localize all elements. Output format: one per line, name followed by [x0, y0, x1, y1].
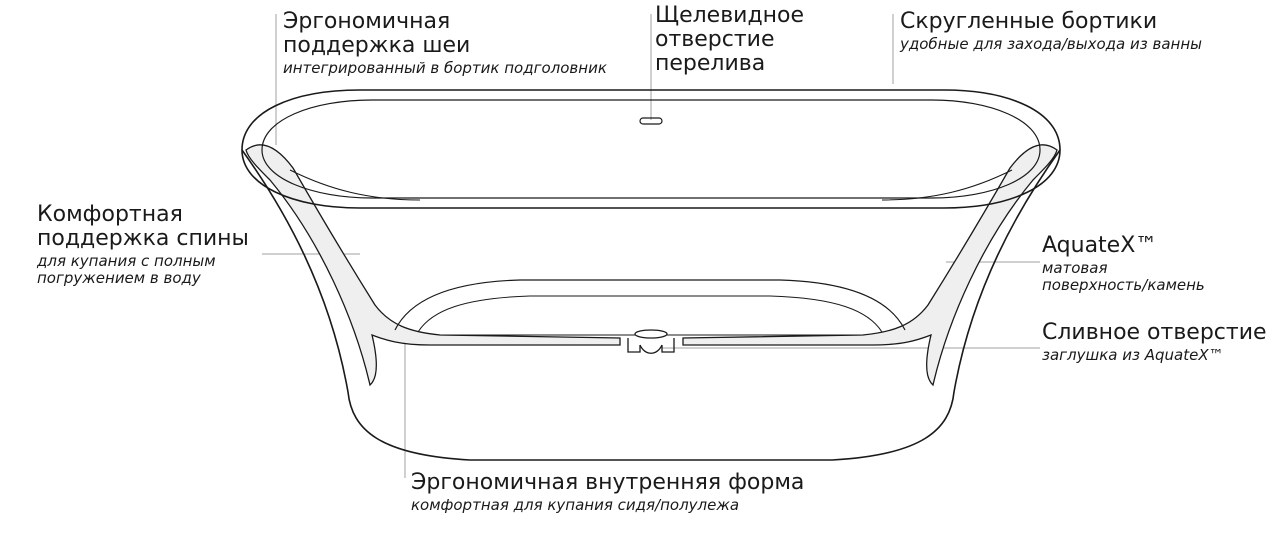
- basin-inner-curve-inner: [417, 295, 883, 333]
- drain-icon: [627, 329, 675, 354]
- right-wall-section: [682, 144, 1058, 387]
- left-wall-section: [245, 144, 621, 387]
- callout-aquatex-title: AquateX™: [1042, 233, 1158, 258]
- callout-aquatex-subtitle: матовая поверхность/камень: [1042, 259, 1205, 294]
- bathtub-rim-outer: [241, 89, 1061, 209]
- callout-neck-support: Эргономичная поддержка шеи интегрированн…: [283, 9, 607, 78]
- callout-aquatex-material: AquateX™ матовая поверхность/камень: [1042, 233, 1205, 294]
- callout-inner-subtitle: комфортная для купания сидя/полулежа: [411, 496, 740, 515]
- bathtub-outer-body: [241, 149, 1061, 461]
- callout-inner-title: Эргономичная внутренняя форма: [411, 470, 805, 495]
- bathtub-rim-inner: [261, 99, 1041, 199]
- callout-neck-subtitle: интегрированный в бортик подголовник: [283, 59, 607, 78]
- bathtub-rim-band-right: [881, 169, 1013, 201]
- callout-rim-title: Скругленные бортики: [900, 9, 1158, 34]
- callout-drain-hole: Сливное отверстие заглушка из AquateX™: [1042, 320, 1267, 365]
- callout-overflow-slot: Щелевидное отверстие перелива: [655, 3, 805, 77]
- callout-back-support: Комфортная поддержка спины для купания с…: [37, 202, 249, 287]
- basin-inner-curve-outer: [394, 279, 906, 331]
- overflow-slot-icon: [639, 117, 663, 125]
- bathtub-rim-band: [289, 169, 421, 201]
- leader-lines: [262, 14, 1040, 478]
- callout-back-title: Комфортная поддержка спины: [37, 202, 249, 252]
- callout-neck-title: Эргономичная поддержка шеи: [283, 9, 471, 59]
- callout-back-subtitle: для купания с полным погружением в воду: [37, 252, 216, 287]
- callout-drain-subtitle: заглушка из AquateX™: [1042, 346, 1224, 365]
- callout-overflow-title: Щелевидное отверстие перелива: [655, 3, 805, 77]
- callout-inner-shape: Эргономичная внутренняя форма комфортная…: [411, 470, 805, 515]
- callout-rim-subtitle: удобные для захода/выхода из ванны: [900, 35, 1202, 54]
- callout-drain-title: Сливное отверстие: [1042, 320, 1267, 345]
- callout-rounded-rim: Скругленные бортики удобные для захода/в…: [900, 9, 1202, 54]
